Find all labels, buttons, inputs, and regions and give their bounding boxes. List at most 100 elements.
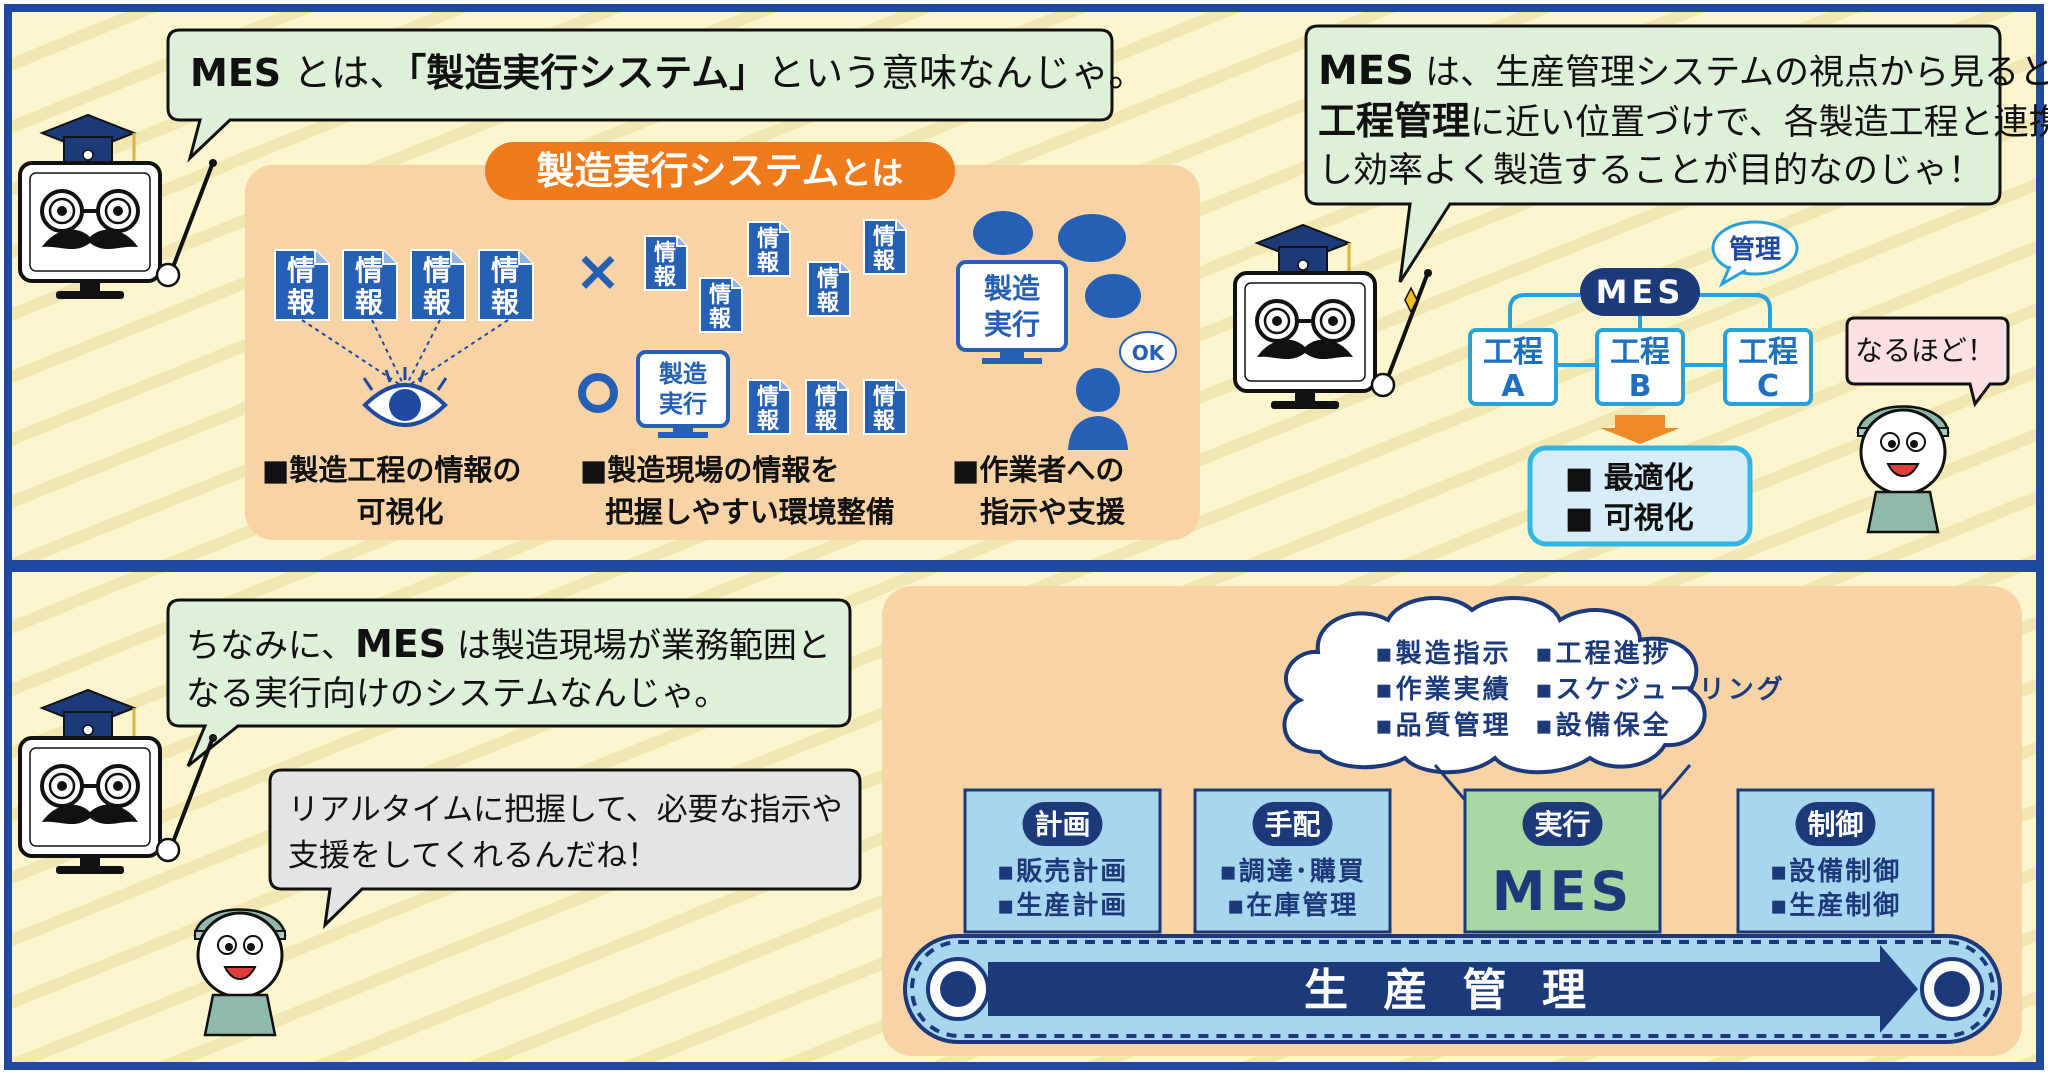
speech3-part1: ちなみに、 [186, 626, 355, 666]
cloud-item: ▪製造指示 [1375, 639, 1512, 669]
svg-text:工程管理に近い位置づけで、各製造工程と連携: 工程管理に近い位置づけで、各製造工程と連携 [1318, 99, 2048, 143]
info-doc-icon: 情報 [863, 219, 907, 275]
info-doc-icon: 情報 [747, 379, 791, 435]
speech-text-a: とは、 [281, 51, 407, 95]
speech-text-b: という意味なんじゃ。 [767, 51, 1146, 95]
process-box: 工程A [1468, 328, 1558, 406]
mes-pill-label: MES [1596, 273, 1685, 311]
info-label-bottom: 報 [709, 306, 732, 332]
exec-label-top: 製造 [659, 360, 707, 388]
worker-speech-line1: リアルタイムに把握して、必要な指示や [288, 792, 843, 828]
info-doc-icon: 情報 [807, 261, 851, 317]
svg-text:ちなみに、MES は製造現場が業務範囲と: ちなみに、MES は製造現場が業務範囲と [186, 622, 831, 666]
result-item-optimize: ■ 最適化 [1565, 461, 1694, 496]
process-box-letter: C [1757, 369, 1779, 404]
process-box-label: 工程 [1483, 335, 1543, 370]
box-item: ▪生産制御 [1770, 890, 1902, 921]
ok-bubble: OK [1119, 331, 1177, 373]
cloud-item: ▪設備保全 [1535, 710, 1672, 741]
speech2-line3: し効率よく製造することが目的なのじゃ！ [1318, 151, 1983, 191]
caption-visualization: ■製造工程の情報の 可視化 [262, 453, 521, 529]
info-label-bottom: 報 [817, 290, 840, 316]
speech2-line2: に近い位置づけで、各製造工程と連携 [1470, 103, 2048, 143]
sparkle-icon [1404, 286, 1418, 314]
cloud-item: ▪作業実績 [1375, 674, 1512, 705]
bottom-right-panel: ▪製造指示▪工程進捗▪作業実績▪スケジューリング▪品質管理▪設備保全 計画▪販売… [882, 586, 2022, 1056]
kanri-label: 管理 [1729, 235, 1781, 265]
info-label-top: 情 [709, 282, 731, 308]
speech2-line1: は、生産管理システムの視点から見ると [1414, 53, 2048, 93]
process-box: 工程B [1595, 328, 1685, 406]
info-label-top: 情 [757, 226, 779, 252]
top-right-panel: MES は、生産管理システムの視点から見ると 工程管理に近い位置づけで、各製造工… [1233, 24, 2048, 547]
process-box-letter: A [1501, 369, 1525, 404]
info-label-top: 情 [654, 240, 676, 266]
process-box-label: 工程 [1610, 335, 1670, 370]
worker-character-2 [193, 908, 287, 1037]
info-doc-icon: 情報 [410, 249, 466, 321]
arrangement-box: 手配▪調達･購買▪在庫管理 [1193, 788, 1392, 934]
info-label-bottom: 報 [287, 286, 316, 319]
exec-label-bottom: 実行 [659, 390, 707, 418]
cross-mark-icon: × [575, 239, 622, 304]
mes-big-label: MES [1492, 860, 1634, 923]
box-title: 制御 [1807, 808, 1863, 841]
info-doc-icon: 情報 [644, 235, 688, 291]
info-label-top: 情 [423, 254, 451, 287]
result-box [1527, 445, 1753, 547]
speech3-mes: MES [355, 622, 446, 666]
info-label-top: 情 [817, 266, 839, 292]
exec-monitor-icon-small: 製造 実行 [636, 350, 730, 438]
caption-environment: ■製造現場の情報を 把握しやすい環境整備 [580, 453, 895, 529]
speech-mes: MES [190, 51, 281, 95]
speech-bold-phrase: 「製造実行システム」 [407, 51, 767, 95]
info-doc-icon: 情報 [342, 249, 398, 321]
mes-pill [1580, 268, 1700, 316]
box-title-pill [1522, 802, 1603, 846]
exec-large-label-bottom: 実行 [984, 308, 1040, 341]
box-item: ▪生産計画 [997, 890, 1129, 921]
info-doc-icon: 情報 [747, 221, 791, 277]
box-title-pill [1022, 802, 1103, 846]
definition-title-pill: 製造実行システムとは [485, 142, 955, 200]
cloud-item: ▪品質管理 [1375, 711, 1512, 741]
speech2-bold: 工程管理 [1318, 99, 1470, 143]
worker-character-1 [1856, 405, 1950, 534]
caption-2-line-2: 把握しやすい環境整備 [605, 495, 895, 529]
naruhodo-text: なるほど！ [1855, 334, 1995, 367]
info-label-top: 情 [491, 254, 519, 287]
result-item-visualize: ■ 可視化 [1565, 501, 1694, 536]
caption-3-line-1: ■作業者への [952, 453, 1124, 487]
info-doc-icon: 情報 [863, 379, 907, 435]
info-label-top: 情 [355, 254, 383, 287]
speech3-part3: は製造現場が業務範囲と [446, 626, 831, 666]
caption-1-line-1: ■製造工程の情報の [262, 453, 521, 487]
svg-text:MES とは、「製造実行システム」という意味なんじゃ。: MES とは、「製造実行システム」という意味なんじゃ。 [190, 51, 1146, 95]
box-item: ▪調達･購買 [1219, 856, 1366, 887]
kanri-bubble: 管理 [1711, 220, 1799, 288]
mes-functions-cloud: ▪製造指示▪工程進捗▪作業実績▪スケジューリング▪品質管理▪設備保全 [1282, 596, 1786, 801]
info-label-bottom: 報 [757, 408, 780, 434]
info-doc-icon: 情報 [274, 249, 330, 321]
exec-large-label-top: 製造 [984, 272, 1040, 305]
box-title: 計画 [1034, 808, 1090, 841]
professor-speech-bubble-2: MES は、生産管理システムの視点から見ると 工程管理に近い位置づけで、各製造工… [1304, 24, 2048, 283]
box-title-pill [1252, 802, 1333, 846]
cloud-item: ▪スケジューリング [1535, 675, 1786, 705]
caption-worker-support: ■作業者への 指示や支援 [952, 453, 1126, 529]
conveyor-arrow-icon [988, 945, 1918, 1033]
speech3-line2: なる実行向けのシステムなんじゃ。 [186, 674, 728, 714]
speech2-mes: MES [1318, 48, 1414, 94]
info-label-top: 情 [757, 384, 779, 410]
worker-person-icon [1068, 368, 1128, 450]
worker-speech-line2: 支援をしてくれるんだね！ [288, 838, 658, 874]
control-box: 制御▪設備制御▪生産制御 [1736, 788, 1935, 934]
worker-speech-bubble: リアルタイムに把握して、必要な指示や 支援をしてくれるんだね！ [268, 768, 862, 930]
title-pill-main: 製造実行システム [537, 149, 840, 193]
